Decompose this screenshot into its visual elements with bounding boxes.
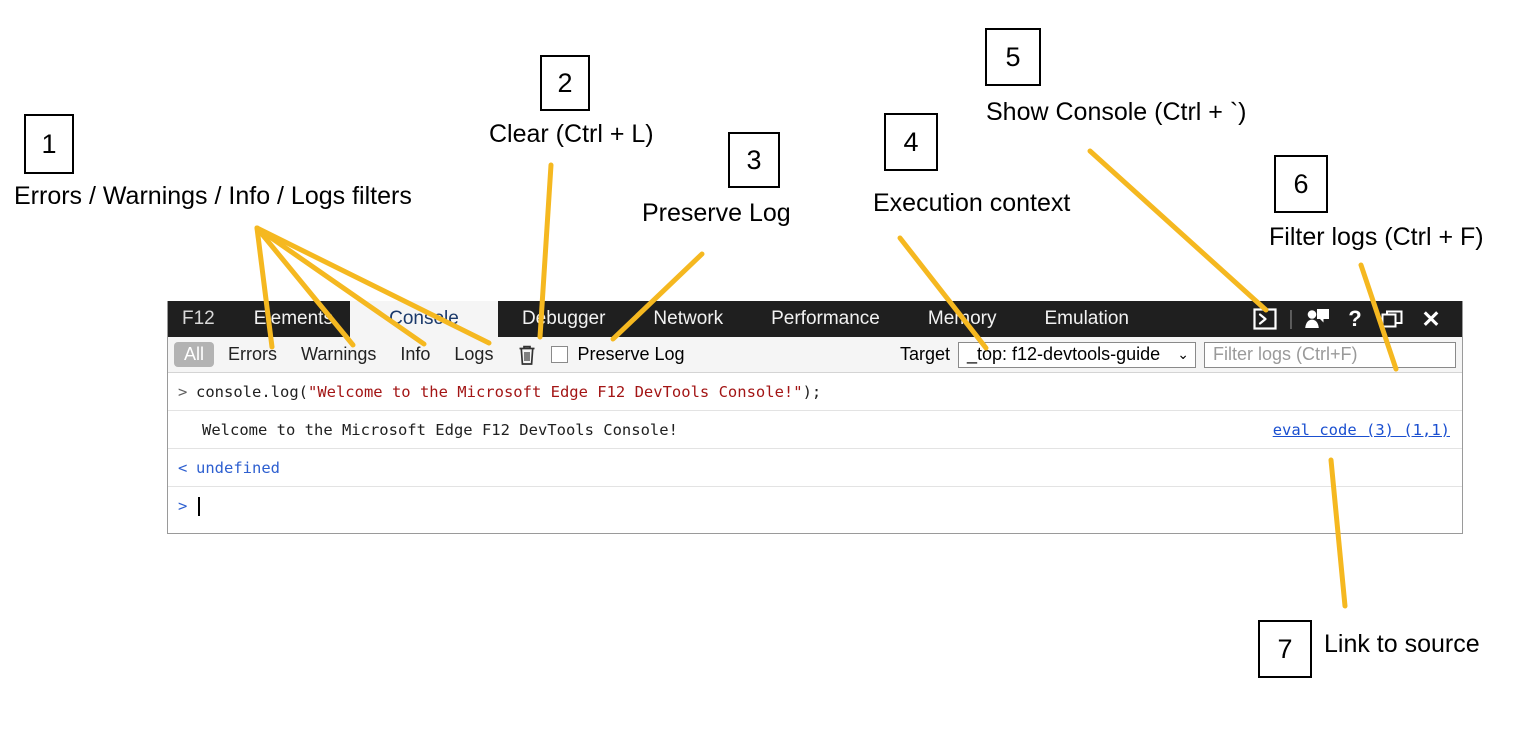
tab-emulation[interactable]: Emulation: [1044, 308, 1130, 329]
execution-context-select[interactable]: _top: f12-devtools-guide ⌄: [958, 341, 1196, 368]
input-caret-icon: >: [178, 382, 188, 401]
callout-box-2: 2: [540, 55, 590, 111]
callout-label-2: Clear (Ctrl + L): [489, 120, 654, 148]
callout-label-3: Preserve Log: [642, 199, 791, 227]
callout-label-7: Link to source: [1324, 630, 1480, 658]
callout-box-6: 6: [1274, 155, 1328, 213]
callout-label-4: Execution context: [873, 189, 1071, 217]
tab-elements[interactable]: Elements: [253, 308, 333, 329]
console-code-suffix: );: [802, 382, 822, 401]
console-code-string: "Welcome to the Microsoft Edge F12 DevTo…: [307, 382, 803, 401]
console-result-value: undefined: [196, 458, 280, 477]
console-output-row: Welcome to the Microsoft Edge F12 DevToo…: [168, 411, 1462, 449]
devtools-tool-icons: | ? ✕: [1246, 301, 1462, 337]
show-console-icon[interactable]: [1246, 301, 1284, 337]
source-link[interactable]: eval code (3) (1,1): [1272, 420, 1450, 439]
chevron-down-icon: ⌄: [1177, 346, 1189, 362]
preserve-log-control[interactable]: Preserve Log: [551, 344, 685, 365]
filter-logs-placeholder: Filter logs (Ctrl+F): [1213, 344, 1358, 364]
console-input-echo-row: > console.log("Welcome to the Microsoft …: [168, 373, 1462, 411]
callout-box-1: 1: [24, 114, 74, 174]
filter-errors-button[interactable]: Errors: [228, 344, 278, 364]
toolbar-separator: |: [1288, 307, 1294, 330]
result-caret-icon: <: [178, 458, 188, 477]
filter-logs-input[interactable]: Filter logs (Ctrl+F): [1204, 341, 1456, 368]
trash-icon[interactable]: [517, 344, 537, 366]
tab-network[interactable]: Network: [653, 308, 724, 329]
tab-memory[interactable]: Memory: [927, 308, 997, 329]
filter-all-button[interactable]: All: [174, 342, 215, 367]
text-cursor: [198, 496, 200, 516]
console-code-prefix: console.log(: [196, 382, 308, 401]
console-result-row: < undefined: [168, 449, 1462, 487]
prompt-caret-icon: >: [178, 497, 188, 515]
execution-context-value: _top: f12-devtools-guide: [967, 344, 1161, 364]
callout-label-1: Errors / Warnings / Info / Logs filters: [14, 182, 412, 210]
devtools-tabstrip: F12 Elements Console Debugger Network Pe…: [168, 301, 1462, 337]
leader-line-5: [1087, 148, 1269, 313]
close-icon[interactable]: ✕: [1421, 305, 1441, 332]
callout-box-4: 4: [884, 113, 938, 171]
filter-warnings-button[interactable]: Warnings: [301, 344, 377, 364]
callout-label-6: Filter logs (Ctrl + F): [1269, 223, 1484, 251]
tab-performance[interactable]: Performance: [771, 308, 880, 329]
tab-f12: F12: [182, 308, 215, 329]
filter-info-button[interactable]: Info: [400, 344, 431, 364]
help-icon[interactable]: ?: [1348, 306, 1362, 331]
tab-debugger[interactable]: Debugger: [521, 308, 606, 329]
tabstrip-spacer: [1153, 301, 1246, 337]
console-output-text: Welcome to the Microsoft Edge F12 DevToo…: [202, 420, 678, 439]
tab-console[interactable]: Console: [349, 301, 498, 337]
console-filter-bar: All Errors Warnings Info Logs Preserve L…: [168, 337, 1462, 373]
callout-label-5: Show Console (Ctrl + `): [986, 98, 1247, 126]
devtools-window: F12 Elements Console Debugger Network Pe…: [167, 301, 1463, 534]
filter-logs-button[interactable]: Logs: [454, 344, 494, 364]
callout-box-3: 3: [728, 132, 780, 188]
target-label: Target: [899, 344, 950, 364]
callout-box-7: 7: [1258, 620, 1312, 678]
console-output: > console.log("Welcome to the Microsoft …: [168, 373, 1462, 525]
undock-icon[interactable]: [1374, 301, 1412, 337]
preserve-log-checkbox[interactable]: [551, 346, 569, 363]
feedback-icon[interactable]: [1298, 301, 1336, 337]
preserve-log-label: Preserve Log: [577, 344, 685, 364]
callout-box-5: 5: [985, 28, 1041, 86]
console-prompt-row[interactable]: >: [168, 487, 1462, 525]
